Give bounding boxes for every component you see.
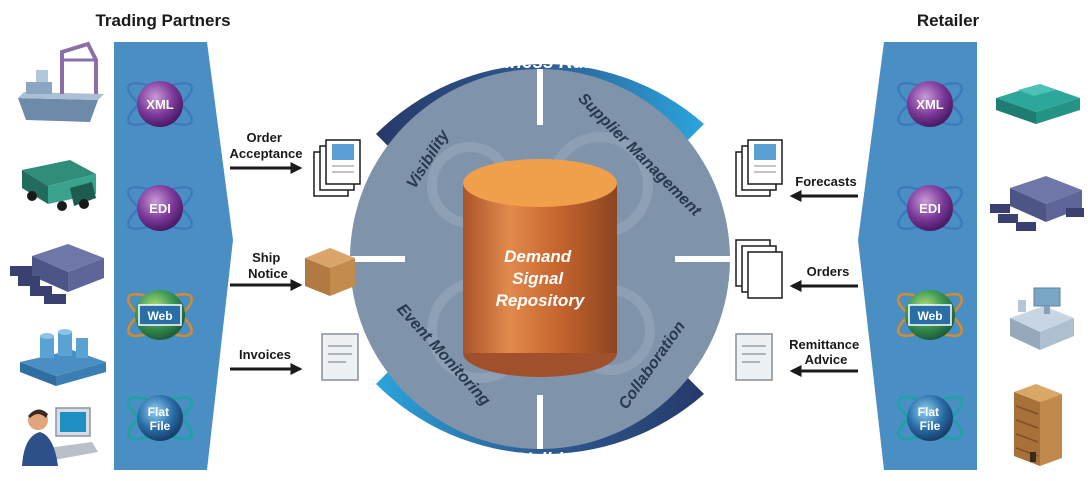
business-rules-arc — [376, 64, 704, 158]
flat-file-right-line2: File — [920, 419, 941, 433]
forecasts-flow: Forecasts — [789, 174, 858, 202]
order-pages-icon — [735, 239, 783, 299]
web-format-icon: Web — [127, 290, 193, 340]
data-validation-label: Data Validation — [472, 450, 609, 471]
web-label-right: Web — [917, 309, 942, 323]
ship-notice-flow: Ship Notice — [230, 250, 303, 291]
truck-icon — [22, 160, 96, 211]
factory-icon — [20, 329, 106, 386]
xml-label-right: XML — [916, 97, 944, 112]
repository-label: Demand Signal Repository — [496, 247, 586, 310]
forecasts-label: Forecasts — [795, 174, 856, 189]
order-acceptance-flow: Order Acceptance — [230, 130, 303, 174]
web-format-icon-right: Web — [897, 290, 963, 340]
remittance-line2: Advice — [805, 352, 848, 367]
trading-partners-panel — [114, 42, 233, 470]
office-tower-icon — [1014, 384, 1062, 466]
repository-label-line2: Signal — [512, 269, 564, 288]
web-label: Web — [147, 309, 172, 323]
forecasts-documents-icon — [735, 139, 783, 197]
invoice-icon — [321, 333, 359, 381]
repository-label-line1: Demand — [504, 247, 572, 266]
remittance-advice-label: Remittance Advice — [789, 337, 863, 367]
flat-file-label: Flat File — [148, 405, 173, 433]
order-label-line1: Order — [246, 130, 281, 145]
flat-file-format-icon-right: Flat File — [897, 395, 963, 441]
retailer-title: Retailer — [917, 11, 980, 30]
computer-user-icon — [22, 407, 98, 466]
edi-format-icon: EDI — [127, 185, 193, 231]
orders-label: Orders — [807, 264, 850, 279]
xml-format-icon: XML — [127, 81, 193, 127]
edi-label: EDI — [149, 201, 171, 216]
invoices-flow: Invoices — [230, 347, 303, 375]
repository-label-line3: Repository — [496, 291, 586, 310]
xml-label: XML — [146, 97, 174, 112]
remittance-line1: Remittance — [789, 337, 859, 352]
demand-signal-repository: Demand Signal Repository — [463, 159, 617, 377]
cargo-ship-icon — [18, 41, 104, 122]
flat-file-label-line2: File — [150, 419, 171, 433]
store-building-icon — [996, 84, 1080, 124]
flat-file-format-icon: Flat File — [127, 395, 193, 441]
edi-format-icon-right: EDI — [897, 185, 963, 231]
box-icon — [305, 248, 355, 296]
remittance-icon — [735, 333, 773, 381]
ship-label-line2: Notice — [248, 266, 288, 281]
edi-label-right: EDI — [919, 201, 941, 216]
orders-flow: Orders — [789, 264, 858, 292]
ship-notice-label: Ship Notice — [248, 250, 288, 281]
flat-file-right-line1: Flat — [918, 405, 939, 419]
xml-format-icon-right: XML — [897, 81, 963, 127]
warehouse-icon — [10, 244, 104, 304]
remittance-advice-flow: Remittance Advice — [789, 337, 863, 377]
flat-file-label-line1: Flat — [148, 405, 169, 419]
ship-label-line1: Ship — [252, 250, 280, 265]
order-label-line2: Acceptance — [230, 146, 303, 161]
flat-file-label-right: Flat File — [918, 405, 943, 433]
retailer-panel — [858, 42, 977, 470]
order-acceptance-label: Order Acceptance — [230, 130, 303, 161]
trading-partners-title: Trading Partners — [95, 11, 230, 30]
documents-stack-icon — [313, 139, 361, 197]
invoices-label: Invoices — [239, 347, 291, 362]
distribution-center-icon — [990, 176, 1084, 231]
data-validation-arc — [376, 360, 704, 454]
cash-register-icon — [1010, 287, 1074, 350]
business-rules-label: Business Rules — [469, 52, 611, 73]
